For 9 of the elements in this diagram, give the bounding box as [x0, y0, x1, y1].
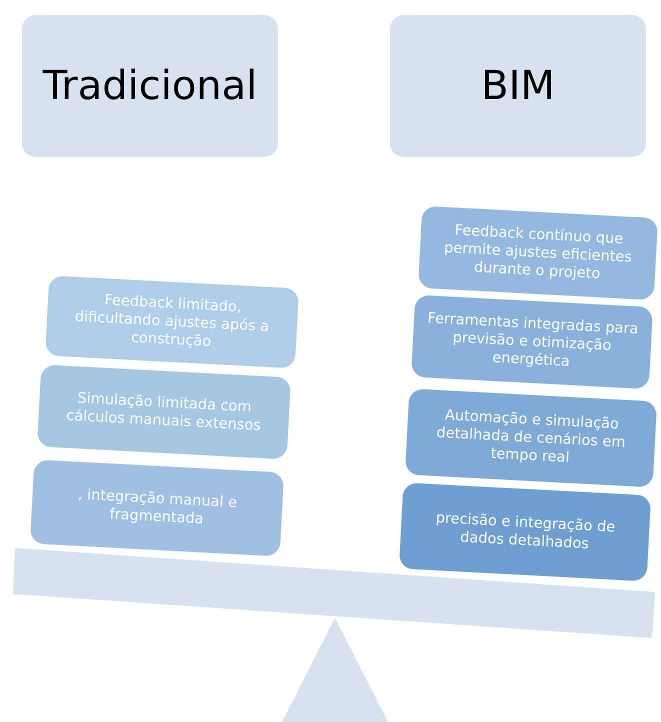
text-box: precisão e integração de dados detalhados	[398, 482, 652, 582]
text-box: Simulação limitada com cálculos manuais extensos	[37, 364, 291, 460]
heading-box: Tradicional	[22, 15, 278, 157]
text-box: Feedback contínuo que permite ajustes eficientes durante o projeto	[418, 206, 658, 300]
text-box: Ferramentas integradas para previsão e otimização energética	[411, 294, 653, 390]
text-box: Automação e simulação detalhada de cenários em tempo real	[404, 388, 658, 488]
heading-box: BIM	[390, 15, 646, 157]
text-box: Feedback limitado, dificultando ajustes após a construção	[45, 276, 299, 368]
text-box: , integração manual e fragmentada	[30, 460, 284, 556]
